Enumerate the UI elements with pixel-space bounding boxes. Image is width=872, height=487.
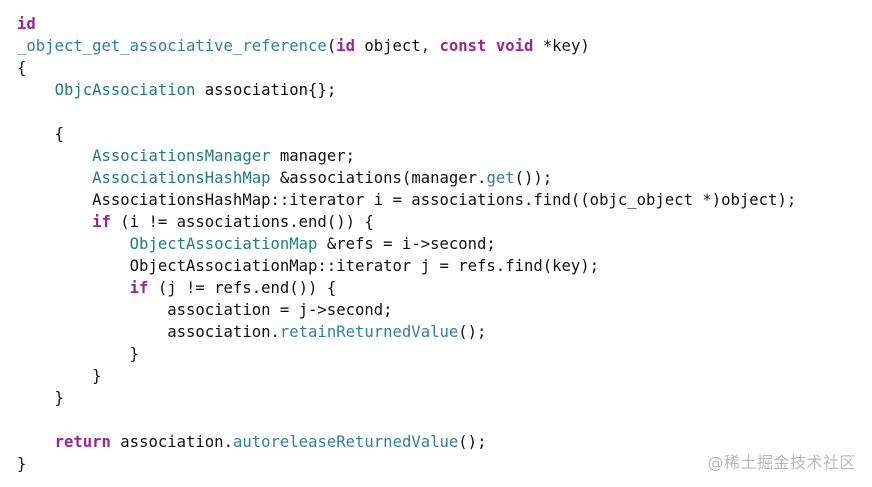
code-token-txt: AssociationsHashMap::iterator i = associ…: [17, 191, 797, 209]
code-token-txt: [486, 37, 495, 55]
code-token-kw: id: [336, 37, 355, 55]
code-token-txt: }: [17, 367, 102, 385]
code-token-ty: ObjcAssociation: [54, 81, 196, 99]
code-line: {: [17, 57, 796, 79]
code-token-txt: &refs = i->second;: [317, 235, 496, 253]
code-line: _object_get_associative_reference(id obj…: [17, 35, 796, 57]
code-line: association = j->second;: [17, 299, 796, 321]
code-line: [17, 101, 796, 123]
code-token-txt: }: [17, 389, 64, 407]
code-line: AssociationsManager manager;: [17, 145, 796, 167]
code-line: ObjcAssociation association{};: [17, 79, 796, 101]
code-token-txt: {: [17, 59, 27, 77]
code-token-txt: association.: [110, 433, 233, 451]
code-line: return association.autoreleaseReturnedVa…: [17, 431, 796, 453]
watermark-text: @稀土掘金技术社区: [707, 453, 856, 472]
code-token-txt: (j != refs.end()) {: [148, 279, 337, 297]
code-token-kw: if: [92, 213, 111, 231]
code-token-fn: retainReturnedValue: [279, 323, 459, 341]
code-token-txt: *key): [533, 37, 590, 55]
code-token-txt: [17, 213, 92, 231]
code-token-txt: }: [17, 345, 140, 363]
code-token-txt: ();: [458, 433, 487, 451]
code-token-txt: (i != associations.end()) {: [110, 213, 374, 231]
code-token-txt: [17, 81, 55, 99]
code-token-txt: object,: [354, 37, 440, 55]
code-token-fn: _object_get_associative_reference: [17, 37, 327, 55]
code-token-kw: const: [439, 37, 487, 55]
code-token-kw: return: [54, 433, 111, 451]
code-token-txt: ();: [458, 323, 487, 341]
code-token-kw: if: [129, 279, 149, 297]
code-token-txt: &associations(manager.: [270, 169, 487, 187]
code-token-ty: AssociationsHashMap: [92, 169, 271, 187]
code-block: id_object_get_associative_reference(id o…: [17, 13, 796, 475]
code-token-txt: [17, 235, 130, 253]
code-token-txt: association{};: [195, 81, 337, 99]
code-token-txt: }: [17, 455, 27, 473]
code-line: }: [17, 453, 796, 475]
code-token-txt: (: [326, 37, 337, 55]
code-line: [17, 409, 796, 431]
code-token-txt: ());: [514, 169, 553, 187]
code-line: AssociationsHashMap &associations(manage…: [17, 167, 796, 189]
code-line: ObjectAssociationMap::iterator j = refs.…: [17, 255, 796, 277]
code-line: if (i != associations.end()) {: [17, 211, 796, 233]
code-line: {: [17, 123, 796, 145]
code-line: AssociationsHashMap::iterator i = associ…: [17, 189, 796, 211]
code-token-txt: [17, 169, 92, 187]
code-line: association.retainReturnedValue();: [17, 321, 796, 343]
code-token-txt: association = j->second;: [17, 301, 393, 319]
code-token-kw: void: [495, 37, 534, 55]
code-line: if (j != refs.end()) {: [17, 277, 796, 299]
code-line: }: [17, 365, 796, 387]
code-token-txt: [17, 433, 55, 451]
code-token-fn: autoreleaseReturnedValue: [232, 433, 459, 451]
code-token-kw: id: [17, 15, 36, 33]
code-line: }: [17, 387, 796, 409]
code-token-txt: ObjectAssociationMap::iterator j = refs.…: [17, 257, 600, 275]
code-token-txt: association.: [17, 323, 280, 341]
code-token-ty: AssociationsManager: [92, 147, 271, 165]
code-line: id: [17, 13, 796, 35]
code-token-ty: ObjectAssociationMap: [129, 235, 318, 253]
code-token-txt: [17, 147, 92, 165]
code-token-fn: get: [486, 169, 515, 187]
code-line: }: [17, 343, 796, 365]
code-token-txt: [17, 279, 130, 297]
code-token-txt: manager;: [270, 147, 355, 165]
code-line: ObjectAssociationMap &refs = i->second;: [17, 233, 796, 255]
code-token-txt: {: [17, 125, 64, 143]
